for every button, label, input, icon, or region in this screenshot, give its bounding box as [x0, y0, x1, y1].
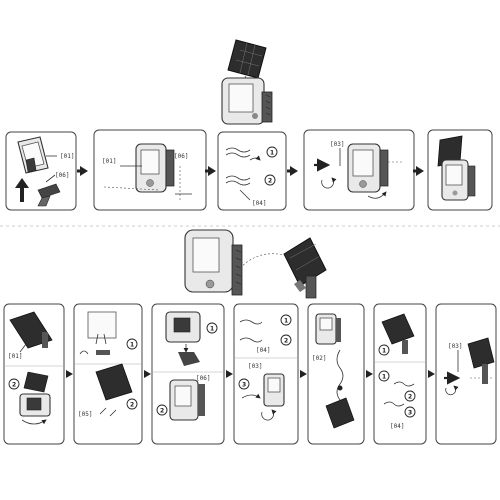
step-panel-row1-4: [03] — [303, 129, 415, 211]
circular-arrow-icon — [445, 385, 459, 396]
callout-1 — [126, 338, 138, 350]
label-01: [01] — [8, 353, 22, 360]
cable-icon — [336, 349, 344, 401]
step-panel-row1-3: 1 2 [04] — [217, 131, 287, 211]
cable-icon — [239, 253, 289, 269]
step-panel-row1-2: [01] [06] — [93, 129, 207, 211]
step-panel-row2-6: 1 1 2 3 [04] — [373, 303, 427, 445]
hero-lamp-remote-panel — [184, 229, 327, 299]
solar-panel-icon — [227, 39, 267, 79]
callout-1 — [378, 370, 390, 382]
screw-icon — [37, 183, 61, 207]
arrow-right-icon — [428, 370, 435, 378]
solar-panel-icon — [95, 363, 133, 401]
svg-text:2: 2 — [268, 178, 272, 185]
cable-icon — [225, 147, 251, 186]
step-panel-row2-3: 1 [06] 2 — [151, 303, 225, 445]
callout-1 — [206, 322, 218, 334]
solar-panel-icon — [9, 311, 53, 349]
callout-3 — [404, 406, 416, 418]
svg-text:2: 2 — [408, 394, 412, 401]
step-panel-row2-1: [01] 2 — [3, 303, 65, 445]
svg-text:1: 1 — [270, 150, 274, 157]
step-panel-row2-5: [02] — [307, 303, 365, 445]
label-01: [01] — [102, 158, 116, 165]
circular-arrow-icon — [261, 409, 277, 421]
arrow-right-icon — [300, 370, 307, 378]
callout-1 — [378, 344, 390, 356]
label-04: [04] — [390, 423, 404, 430]
label-06: [06] — [174, 153, 188, 160]
callout-2 — [156, 404, 168, 416]
step-panel-row2-2: 1 2 [05] — [73, 303, 143, 445]
arrow-right-icon — [66, 370, 73, 378]
label-03: [03] — [330, 141, 344, 148]
arrow-right-icon — [226, 370, 233, 378]
callout-1 — [280, 314, 292, 326]
arrow-right-icon — [205, 166, 216, 176]
callout-2 — [126, 398, 138, 410]
arrow-right-icon — [366, 370, 373, 378]
step-panel-row1-1: [01] [06] — [5, 131, 77, 211]
label-03: [03] — [248, 363, 262, 370]
arrow-right-icon — [77, 166, 88, 176]
svg-text:1: 1 — [382, 374, 386, 381]
callout-3 — [238, 378, 250, 390]
svg-text:1: 1 — [284, 318, 288, 325]
label-04: [04] — [256, 347, 270, 354]
label-04: [04] — [252, 200, 266, 207]
step-panel-row1-5 — [427, 129, 493, 211]
circular-arrow-icon — [321, 177, 337, 189]
solar-panel-icon — [381, 313, 415, 345]
svg-text:1: 1 — [382, 348, 386, 355]
label-06: [06] — [196, 375, 210, 382]
callout-2 — [8, 378, 20, 390]
arrow-up-icon — [15, 178, 29, 202]
svg-text:3: 3 — [408, 410, 412, 417]
svg-text:2: 2 — [160, 408, 164, 415]
svg-text:3: 3 — [242, 382, 246, 389]
hero-lamp-top — [221, 39, 273, 125]
callout-1 — [266, 146, 278, 158]
cable-icon — [239, 319, 263, 325]
step-panel-row2-4: 1 2 [04] [03] 3 — [233, 303, 299, 445]
label-03: [03] — [448, 343, 462, 350]
label-05: [05] — [78, 411, 92, 418]
step-panel-row2-7: [03] — [435, 303, 497, 445]
label-02: [02] — [312, 355, 326, 362]
arrow-right-icon — [413, 166, 424, 176]
arrow-right-icon — [287, 166, 298, 176]
label-06: [06] — [55, 172, 69, 179]
svg-text:1: 1 — [210, 326, 214, 333]
arrow-right-icon — [144, 370, 151, 378]
solar-panel-icon — [325, 397, 355, 429]
callout-2 — [280, 334, 292, 346]
svg-text:2: 2 — [284, 338, 288, 345]
svg-text:1: 1 — [130, 342, 134, 349]
label-01: [01] — [60, 153, 74, 160]
callout-2 — [404, 390, 416, 402]
svg-text:2: 2 — [12, 382, 16, 389]
callout-2 — [264, 174, 276, 186]
solar-panel-icon — [467, 337, 495, 369]
solar-panel-icon — [283, 237, 327, 287]
svg-text:2: 2 — [130, 402, 134, 409]
